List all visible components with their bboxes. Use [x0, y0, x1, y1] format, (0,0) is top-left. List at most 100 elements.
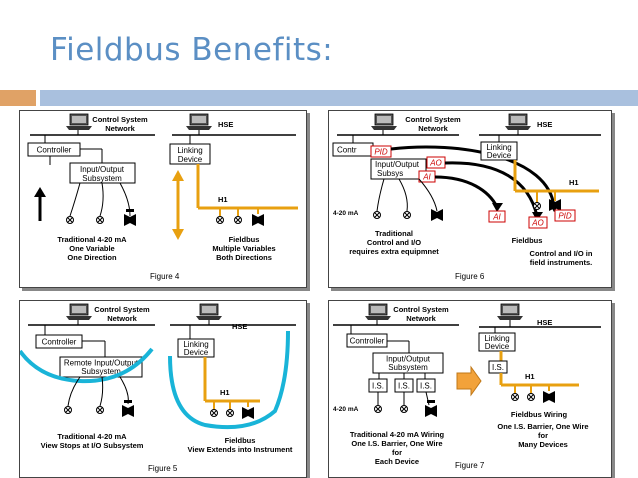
flow-sensor-icon	[374, 405, 382, 413]
flow-sensor-icon	[400, 405, 408, 413]
linking-label-line1: Linking	[486, 143, 511, 152]
computer-icon	[66, 303, 92, 320]
valve-icon	[549, 199, 561, 211]
slide-title: Fieldbus Benefits:	[50, 32, 334, 68]
flow-sensor-icon	[234, 216, 242, 224]
bidirectional-arrow-icon	[172, 170, 184, 240]
linking-label-line2: Device	[487, 151, 512, 160]
figure-label: Figure 7	[455, 461, 485, 470]
field-ao-block	[528, 216, 548, 229]
io-label-line2: Subsystem	[81, 367, 121, 376]
hse-label: HSE	[537, 318, 552, 327]
computer-icon	[365, 303, 391, 320]
linking-label-line1: Linking	[484, 334, 509, 343]
right-caption-line1: Fieldbus	[225, 436, 256, 445]
h1-label: H1	[218, 195, 228, 204]
left-caption-line3: One Direction	[67, 253, 117, 262]
is-barrier-label: I.S.	[398, 382, 410, 391]
right-caption-line2: View Extends into Instrument	[188, 445, 293, 454]
valve-icon	[543, 391, 555, 403]
flow-sensor-icon	[210, 409, 218, 417]
accent-bar-blue	[40, 90, 638, 106]
left-caption-line1: Traditional 4-20 mA Wiring	[350, 430, 445, 439]
h1-label: H1	[220, 388, 230, 397]
valve-icon	[252, 214, 264, 226]
linking-device-box	[177, 338, 215, 358]
ao-label: AO	[429, 159, 442, 168]
figure-5-panel: Control System Network Controller Remote…	[19, 300, 307, 478]
linking-device-box	[169, 143, 211, 165]
io-subsystem-box	[372, 352, 444, 374]
io-subsystem-box	[370, 158, 427, 180]
io-label-line2: Subsystem	[388, 363, 428, 372]
is-barrier-label: I.S.	[372, 382, 384, 391]
right-caption-line2: field instruments.	[530, 258, 593, 267]
valve-icon	[425, 400, 437, 417]
flow-sensor-icon	[373, 211, 381, 219]
field-pid-label: PID	[558, 212, 572, 221]
right-caption-line1: Control and I/O in	[530, 249, 593, 258]
hse-label: HSE	[232, 322, 247, 331]
ma-label: 4-20 mA	[333, 210, 359, 217]
pid-label: PID	[374, 148, 388, 157]
right-caption-line3: Many Devices	[518, 440, 568, 449]
linking-label-line1: Linking	[177, 146, 202, 155]
flow-sensor-icon	[403, 211, 411, 219]
is-barrier-label: I.S.	[420, 382, 432, 391]
valve-icon	[242, 407, 254, 419]
controller-label: Controller	[37, 146, 72, 155]
controller-label: Controller	[42, 338, 77, 347]
network-label-line2: Network	[105, 124, 135, 133]
flow-sensor-icon	[226, 409, 234, 417]
field-ao-label: AO	[531, 219, 544, 228]
linking-label-line1: Linking	[183, 340, 208, 349]
computer-icon	[66, 113, 92, 130]
view-boundary-curve	[20, 347, 154, 384]
right-caption-line2: Multiple Variables	[212, 244, 275, 253]
computer-icon	[371, 113, 397, 130]
controller-label: Controller	[350, 337, 385, 346]
flow-sensor-icon	[96, 216, 104, 224]
network-label-line1: Control System	[405, 115, 461, 124]
left-caption-line3: requires extra equipmnet	[349, 247, 439, 256]
flow-sensor-icon	[66, 216, 74, 224]
linking-label-line2: Device	[184, 348, 209, 357]
field-pid-block	[554, 209, 576, 222]
controller-label: Contr	[337, 146, 357, 155]
computer-icon	[497, 303, 523, 320]
flow-sensor-icon	[64, 406, 72, 414]
left-caption-line2: One I.S. Barrier, One Wire	[351, 439, 442, 448]
valve-icon	[431, 209, 443, 221]
flow-sensor-icon	[527, 393, 535, 401]
figure-label: Figure 6	[455, 272, 485, 281]
right-caption-line1: Fieldbus	[229, 235, 260, 244]
network-label-line2: Network	[418, 124, 448, 133]
flow-sensor-icon	[533, 202, 541, 210]
linking-device-box	[480, 141, 518, 161]
right-caption-line3: Both Directions	[216, 253, 272, 262]
network-label-line1: Control System	[92, 115, 148, 124]
left-caption-line1: Traditional 4-20 mA	[57, 432, 127, 441]
up-arrow-icon	[34, 187, 46, 221]
valve-icon	[122, 400, 134, 417]
right-caption-line1: One I.S. Barrier, One Wire	[497, 422, 588, 431]
flow-sensor-icon	[96, 406, 104, 414]
linking-label-line2: Device	[485, 342, 510, 351]
h1-label: H1	[525, 372, 535, 381]
left-caption-line2: Control and I/O	[367, 238, 421, 247]
hse-label: HSE	[218, 120, 233, 129]
right-arrow-icon	[456, 365, 482, 397]
left-caption-line2: View Stops at I/O Subsystem	[41, 441, 144, 450]
hse-label: HSE	[537, 120, 552, 129]
figure-7-panel: Control System Network Controller Input/…	[328, 300, 612, 478]
ma-label: 4-20 mA	[333, 406, 359, 413]
network-label-line1: Control System	[94, 305, 150, 314]
left-caption-line1: Traditional 4-20 mA	[57, 235, 127, 244]
left-caption-line4: Each Device	[375, 457, 419, 466]
linking-label-line2: Device	[178, 155, 203, 164]
network-label-line1: Control System	[393, 305, 449, 314]
io-label-line1: Input/Output	[386, 355, 431, 364]
right-caption-line2: for	[538, 431, 548, 440]
network-label-line2: Network	[406, 314, 436, 323]
linking-device-box	[478, 332, 516, 352]
